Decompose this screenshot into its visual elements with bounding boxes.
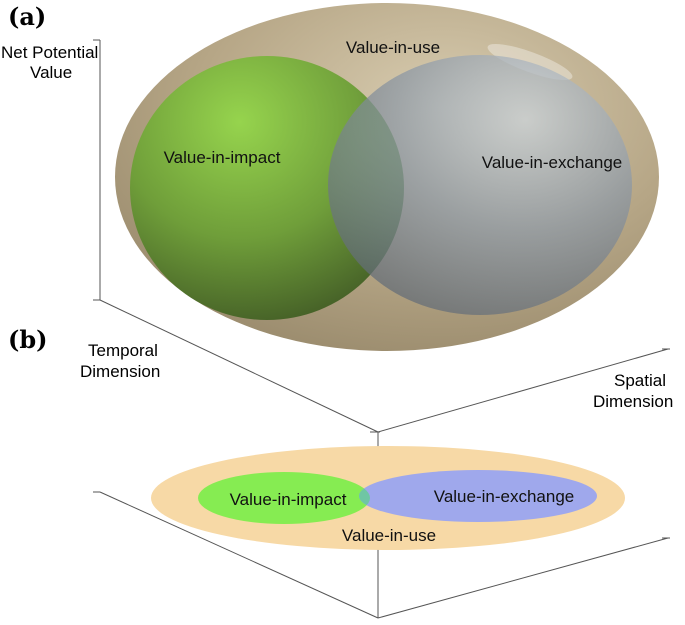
value-in-impact-region-a — [130, 56, 404, 320]
value-in-use-label-a: Value-in-use — [346, 38, 440, 57]
spatial-label-line1: Spatial — [614, 371, 666, 390]
lower-spatial-axis — [377, 537, 669, 619]
spatial-axis-line — [377, 348, 669, 433]
panel-b-label: (b) — [8, 325, 48, 354]
lower-temporal-axis — [99, 491, 379, 619]
value-in-exchange-region-a — [328, 55, 632, 315]
temporal-axis-line — [99, 299, 379, 433]
value-in-exchange-label-a: Value-in-exchange — [482, 153, 623, 172]
y-axis-label-line1: Net Potential — [1, 43, 98, 62]
value-in-impact-label-a: Value-in-impact — [164, 148, 281, 167]
value-in-impact-label-b: Value-in-impact — [230, 490, 347, 509]
panel-a-label: (a) — [8, 2, 46, 31]
value-in-exchange-label-b: Value-in-exchange — [434, 487, 575, 506]
temporal-label-line2: Dimension — [80, 362, 160, 381]
temporal-label-line1: Temporal — [88, 341, 158, 360]
value-in-use-label-b: Value-in-use — [342, 526, 436, 545]
spatial-label-line2: Dimension — [593, 392, 673, 411]
y-axis-label-line2: Value — [30, 63, 72, 82]
value-in-exchange-region-b — [359, 470, 597, 522]
value-in-impact-region-b — [198, 472, 370, 524]
